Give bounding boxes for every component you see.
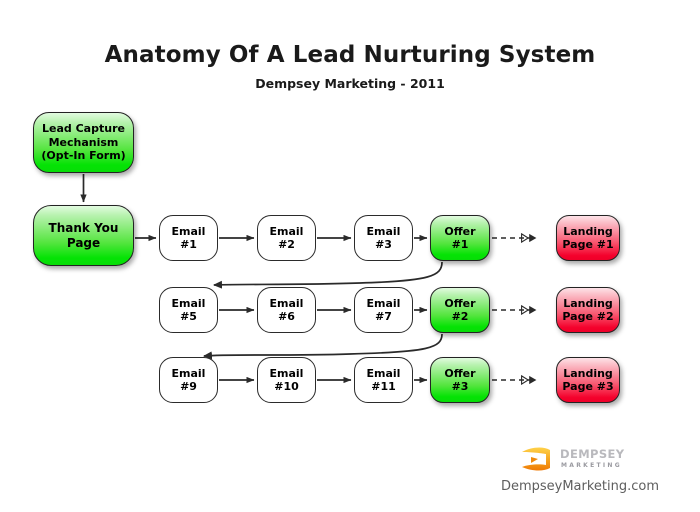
footer-url[interactable]: DempseyMarketing.com [500,479,660,494]
node-line: Offer [444,366,476,380]
node-line: Email [269,366,304,380]
node-line: #7 [375,310,392,323]
connector-offer2-to-email9 [203,333,443,360]
node-email-11[interactable]: Email #11 [354,357,413,403]
node-line: #5 [180,310,197,323]
node-line: Landing [563,224,613,238]
node-line: #9 [180,380,197,393]
node-email-9[interactable]: Email #9 [159,357,218,403]
node-line: Mechanism [48,135,119,149]
node-line: #2 [278,238,295,251]
node-line: #3 [451,380,469,393]
node-line: Email [269,224,304,238]
node-line: Landing [563,366,613,380]
node-line: Email [269,296,304,310]
node-email-10[interactable]: Email #10 [257,357,316,403]
node-line: Email [366,366,401,380]
node-line: Offer [444,224,476,238]
node-line: Lead Capture [42,122,125,136]
node-email-6[interactable]: Email #6 [257,287,316,333]
connector-offer1-to-email5 [213,261,443,289]
node-email-5[interactable]: Email #5 [159,287,218,333]
node-line: (Opt-In Form) [41,149,126,163]
logo-primary-text: DEMPSEY [560,447,625,461]
node-line: Email [366,224,401,238]
node-landing-page-2[interactable]: Landing Page #2 [556,287,620,333]
node-offer-1[interactable]: Offer #1 [430,215,490,261]
page-title: Anatomy Of A Lead Nurturing System [104,42,596,68]
node-line: Email [171,366,206,380]
node-offer-2[interactable]: Offer #2 [430,287,490,333]
node-email-2[interactable]: Email #2 [257,215,316,261]
node-line: Email [171,296,206,310]
node-landing-page-1[interactable]: Landing Page #1 [556,215,620,261]
node-line: Email [366,296,401,310]
node-offer-3[interactable]: Offer #3 [430,357,490,403]
node-email-7[interactable]: Email #7 [354,287,413,333]
node-line: #1 [451,238,469,251]
node-email-3[interactable]: Email #3 [354,215,413,261]
node-line: Page #2 [562,310,614,323]
node-line: #2 [451,310,469,323]
logo-wordmark: DEMPSEY MARKETING [560,447,625,469]
node-email-1[interactable]: Email #1 [159,215,218,261]
logo-secondary-text: MARKETING [561,462,622,469]
node-line: Page #1 [562,238,614,251]
node-thank-you-page[interactable]: Thank You Page [33,205,134,266]
node-landing-page-3[interactable]: Landing Page #3 [556,357,620,403]
node-line: Thank You [48,220,119,235]
page-subtitle: Dempsey Marketing - 2011 [255,76,445,91]
node-line: #6 [278,310,295,323]
node-line: #10 [274,380,299,393]
node-line: #3 [375,238,392,251]
node-line: Email [171,224,206,238]
logo-mark [522,447,550,471]
node-line: Page [66,235,101,250]
node-line: Landing [563,296,613,310]
node-line: Offer [444,296,476,310]
node-line: #11 [371,380,396,393]
node-lead-capture[interactable]: Lead Capture Mechanism (Opt-In Form) [33,112,134,173]
node-line: Page #3 [562,380,614,393]
node-line: #1 [180,238,197,251]
dempsey-marketing-logo: DEMPSEY MARKETING [519,443,639,476]
